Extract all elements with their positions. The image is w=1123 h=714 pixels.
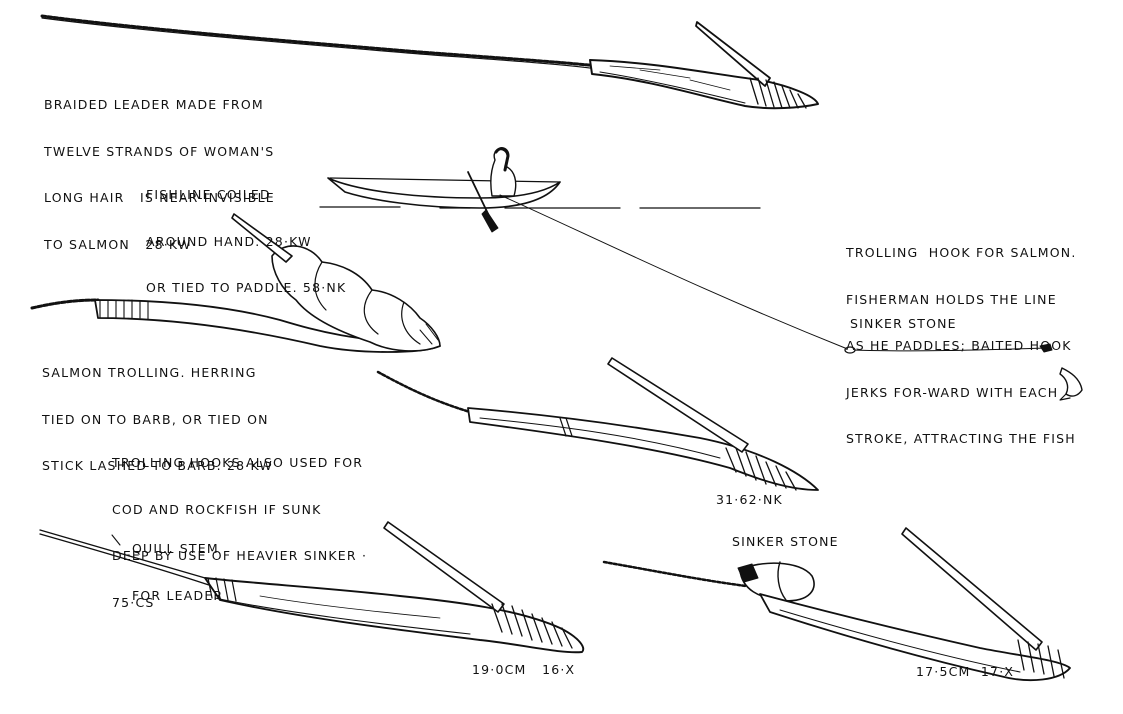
caption-line: TIED ON TO BARB, OR TIED ON	[42, 411, 269, 427]
caption-line: JERKS FOR-WARD WITH EACH	[846, 384, 1059, 400]
caption-line: STROKE, ATTRACTING THE FISH	[846, 431, 1076, 446]
caption-line: TROLLING HOOK FOR SALMON.	[846, 245, 1077, 260]
caption-line: FOR LEADER	[132, 587, 224, 603]
fishline-caption: FISHLINE COILED AROUND HAND. 28·KW OR TI…	[146, 156, 346, 327]
caption-line: COD AND ROCKFISH IF SUNK	[112, 501, 322, 517]
top-hook-drawing	[40, 14, 819, 110]
trolling-cod-caption: TROLLING HOOKS ALSO USED FOR COD AND ROC…	[112, 424, 367, 641]
sinker-stone-label-bottom: SINKER STONE	[732, 534, 839, 549]
caption-line: STICK LASHED TO BARB. 28·KW	[42, 458, 273, 473]
caption-line: TWELVE STRANDS OF WOMAN'S	[44, 143, 275, 159]
sinker-stone-hook-drawing	[602, 527, 1071, 682]
specimen-31-62-label: 31·62·NK	[716, 492, 783, 507]
hook-31-62-drawing	[376, 357, 819, 491]
specimen-16-label: 19·0cm 16·X	[472, 662, 576, 677]
caption-line: TO SALMON 28·KW	[44, 236, 192, 252]
caption-line: TROLLING HOOKS ALSO USED FOR	[112, 455, 364, 470]
caption-line: DEEP BY USE OF HEAVIER SINKER ·	[112, 548, 368, 563]
quill-stem-caption: QUILL STEM FOR LEADER	[132, 510, 223, 634]
sinker-stone-label-top: SINKER STONE	[850, 316, 957, 331]
caption-line: LONG HAIR IS NEAR-INVISIBLE	[44, 190, 275, 205]
braided-leader-caption: BRAIDED LEADER MADE FROM TWELVE STRANDS …	[44, 66, 275, 283]
caption-line: BRAIDED LEADER MADE FROM	[44, 97, 264, 112]
trolling-hook-caption: TROLLING HOOK FOR SALMON. FISHERMAN HOLD…	[846, 214, 1077, 478]
caption-line: AROUND HAND. 28·KW	[146, 233, 312, 249]
quill-stem-hook-drawing	[39, 521, 585, 654]
caption-line: SALMON TROLLING. HERRING	[42, 365, 257, 380]
caption-line: FISHLINE COILED	[146, 187, 271, 202]
canoe-drawing	[319, 147, 1083, 401]
caption-line: AS HE PADDLES; BAITED HOOK	[846, 338, 1072, 353]
salmon-trolling-caption: SALMON TROLLING. HERRING TIED ON TO BARB…	[42, 334, 273, 505]
caption-line: 75·CS	[112, 594, 155, 610]
specimen-17-label: 17·5cm 17·X	[916, 664, 1015, 679]
herring-bait-hook-drawing	[30, 213, 441, 353]
caption-line: OR TIED TO PADDLE. 58·NK	[146, 280, 347, 295]
caption-line: QUILL STEM	[132, 541, 219, 556]
caption-line: FISHERMAN HOLDS THE LINE	[846, 291, 1057, 307]
